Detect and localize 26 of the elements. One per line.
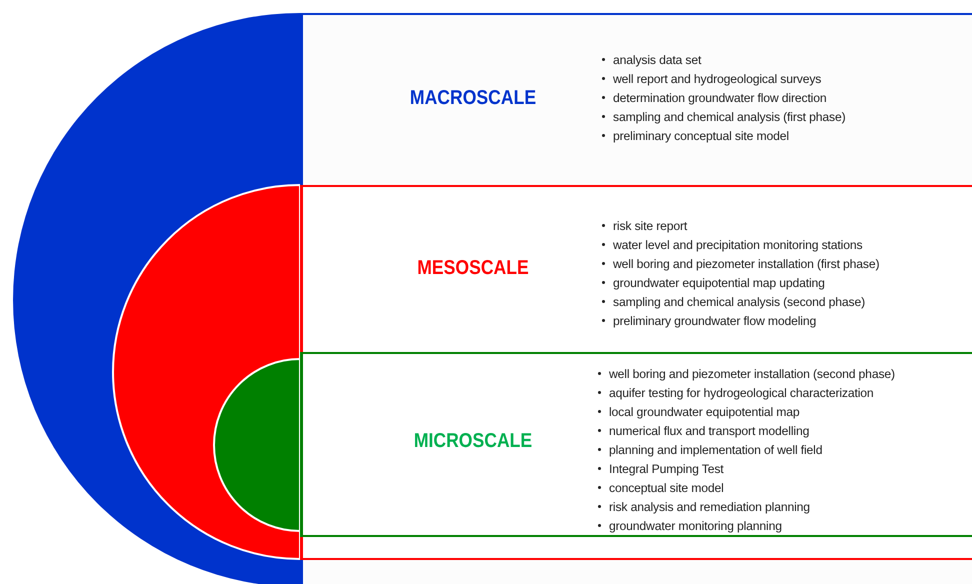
bullet-item: conceptual site model [609, 480, 724, 497]
scale-heading: MESOSCALE [416, 257, 530, 280]
bullet-item: aquifer testing for hydrogeological characterization [609, 385, 874, 402]
scale-heading: MICROSCALE [412, 430, 534, 453]
bullet-item: well report and hydrogeological surveys [613, 71, 822, 88]
scale-panel [300, 13, 972, 584]
bullet-item: risk site report [613, 218, 688, 235]
bullet-item: preliminary groundwater flow modeling [613, 313, 816, 330]
bullet-item: analysis data set [613, 52, 702, 69]
bullet-item: well boring and piezometer installation (second phase) [609, 366, 895, 383]
scale-heading: MACROSCALE [408, 87, 538, 110]
bullet-item: well boring and piezometer installation (first phase) [613, 256, 880, 273]
bullet-item: determination groundwater flow direction [613, 90, 826, 107]
bullet-item: local groundwater equipotential map [609, 404, 800, 421]
bullet-item: risk analysis and remediation planning [609, 499, 810, 516]
bullet-item: groundwater monitoring planning [609, 518, 782, 535]
bullet-item: water level and precipitation monitoring stations [613, 237, 862, 254]
bullet-item: sampling and chemical analysis (second phase) [613, 294, 866, 311]
bullet-item: Integral Pumping Test [609, 461, 724, 478]
bullet-item: sampling and chemical analysis (first phase) [613, 109, 846, 126]
scale-panel [300, 352, 972, 537]
bullet-item: numerical flux and transport modelling [609, 423, 810, 440]
bullet-item: planning and implementation of well field [609, 442, 822, 459]
scale-panel [300, 185, 972, 560]
bullet-item: groundwater equipotential map updating [613, 275, 825, 292]
bullet-item: preliminary conceptual site model [613, 128, 789, 145]
